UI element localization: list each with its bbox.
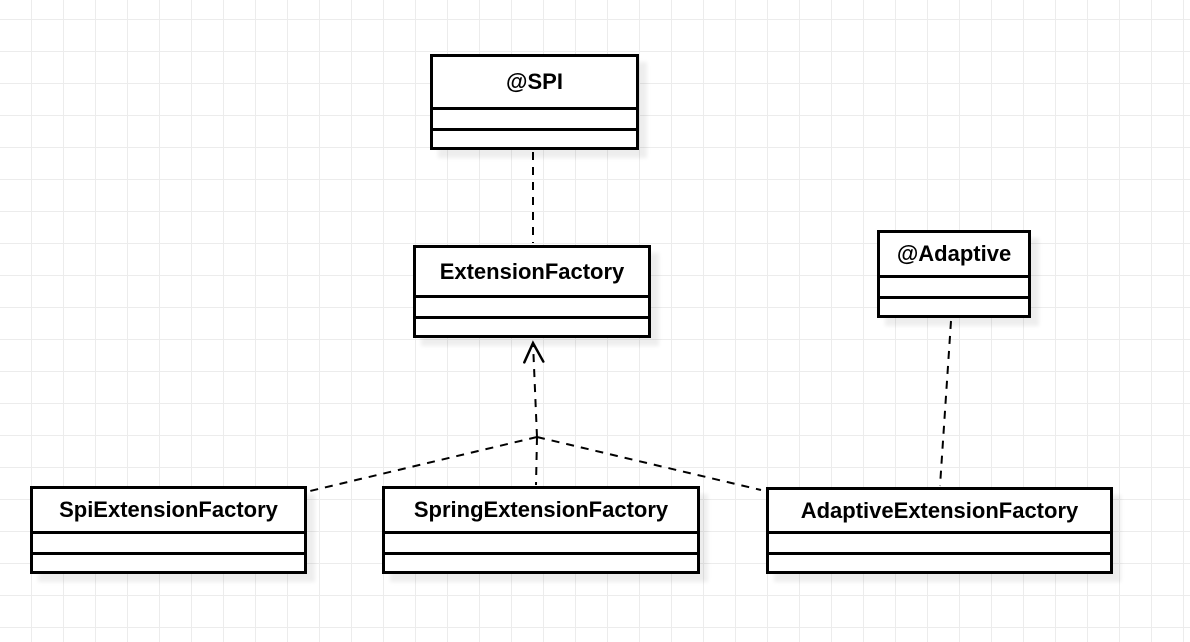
connector-realization-to-extension-factory <box>532 342 538 438</box>
class-title: @Adaptive <box>896 241 1012 266</box>
connector-branch-to-adaptive-extension-factory <box>536 436 762 491</box>
methods-compartment <box>433 128 636 147</box>
fields-compartment <box>416 295 648 316</box>
methods-compartment <box>33 552 304 571</box>
open-arrowhead-icon <box>523 340 545 364</box>
fields-compartment <box>385 531 697 552</box>
uml-class-spi-extension-factory[interactable]: SpiExtensionFactory <box>30 486 307 574</box>
uml-class-adaptive-extension-factory[interactable]: AdaptiveExtensionFactory <box>766 487 1113 574</box>
methods-compartment <box>385 552 697 571</box>
fields-compartment <box>880 275 1028 296</box>
connector-branch-to-spi-extension-factory <box>309 436 538 492</box>
methods-compartment <box>880 296 1028 315</box>
class-title: SpringExtensionFactory <box>413 497 669 522</box>
uml-class-adaptive-annotation[interactable]: @Adaptive <box>877 230 1031 318</box>
connector-branch-to-spring-extension-factory <box>535 436 538 486</box>
class-title: SpiExtensionFactory <box>59 497 278 522</box>
methods-compartment <box>416 316 648 335</box>
fields-compartment <box>433 107 636 128</box>
fields-compartment <box>769 531 1110 552</box>
uml-class-spi-annotation[interactable]: @SPI <box>430 54 639 150</box>
fields-compartment <box>33 531 304 552</box>
class-title: ExtensionFactory <box>439 258 625 284</box>
connector-adaptive-to-adaptive-extension-factory <box>939 320 952 487</box>
uml-class-extension-factory[interactable]: ExtensionFactory <box>413 245 651 338</box>
class-title: @SPI <box>506 69 563 94</box>
class-title: AdaptiveExtensionFactory <box>800 497 1079 523</box>
uml-class-spring-extension-factory[interactable]: SpringExtensionFactory <box>382 486 700 574</box>
methods-compartment <box>769 552 1110 571</box>
